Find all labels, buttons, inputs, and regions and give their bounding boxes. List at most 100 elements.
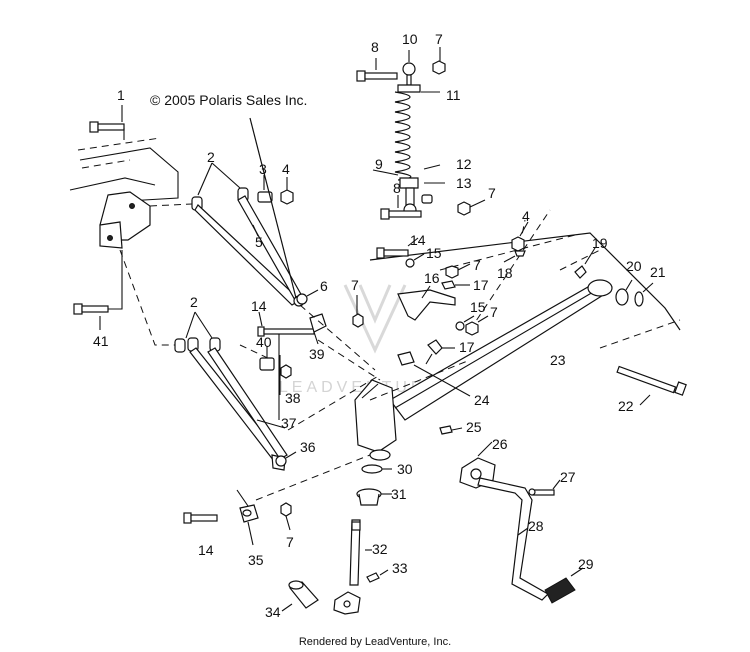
callout-1: 1 [117,87,125,103]
washer-18 [514,250,526,257]
callout-30: 30 [397,461,413,477]
callout-8-top: 8 [371,39,379,55]
callout-7-shock: 7 [488,185,496,201]
callout-5: 5 [255,234,263,250]
callout-36: 36 [300,439,316,455]
nut-7-c [465,321,479,336]
callout-22: 22 [618,398,634,414]
spindle-32 [333,519,361,615]
callout-14-upper: 14 [251,298,267,314]
nut-38 [280,364,292,379]
callout-13: 13 [456,175,472,191]
callout-4-right: 4 [522,208,530,224]
nut-7-lower [280,502,292,517]
frame-bracket [69,137,179,249]
callout-15-a: 15 [426,245,442,261]
callout-27: 27 [560,469,576,485]
bolt-22 [616,365,687,396]
callout-3: 3 [259,161,267,177]
ball-joint-17 [425,339,443,365]
callout-24: 24 [474,392,490,408]
bolt-8-bottom [380,208,422,220]
callout-34: 34 [265,604,281,620]
ring-21 [634,291,644,307]
callout-7-top: 7 [435,31,443,47]
nut-7-b [445,265,459,279]
callout-8-bottom: 8 [393,180,401,196]
callout-14-lower: 14 [198,542,214,558]
callout-16: 16 [424,270,440,286]
copyright-text: © 2005 Polaris Sales Inc. [150,92,307,108]
nut-7-a [352,313,364,328]
callout-2-lower: 2 [190,294,198,310]
callout-6: 6 [320,278,328,294]
cap-34 [288,580,319,609]
callout-17-a: 17 [473,277,489,293]
washer-15-b [455,321,465,331]
callout-7-a: 7 [351,277,359,293]
nut-7-shock [457,201,471,216]
footer-text: Rendered by LeadVenture, Inc. [299,636,451,648]
nut-4-right [511,236,525,252]
ring-30 [361,464,383,474]
upper-a-arm [191,187,305,307]
callout-11: 11 [446,87,461,103]
pin-25 [439,425,453,435]
callout-18: 18 [497,265,513,281]
washer-15-a [405,258,415,268]
callout-20: 20 [626,258,642,274]
bushing-39 [309,313,327,345]
nut-4 [280,189,294,205]
nut-7-top [432,60,446,75]
callout-10: 10 [402,31,418,47]
callout-28: 28 [528,518,544,534]
bushing-31 [356,488,382,506]
watermark-logo [343,284,407,354]
bolt-8-top [356,70,398,82]
callout-40: 40 [256,334,272,350]
callout-25: 25 [466,419,482,435]
washer-20 [615,288,629,306]
shock-absorber [394,62,433,217]
lever-28 [477,477,549,601]
callout-7-b: 7 [473,257,481,273]
bushing-24 [397,351,415,366]
spacer-19 [574,265,587,279]
callout-23: 23 [550,352,566,368]
bolt-41 [73,303,109,315]
callout-31: 31 [391,486,407,502]
callout-17-b: 17 [459,339,475,355]
callout-39: 39 [309,346,325,362]
callout-41: 41 [93,333,109,349]
callout-14-right: 14 [410,232,426,248]
callout-21: 21 [650,264,666,280]
bolt-14-lower [183,512,218,524]
callout-labels: 1 2 3 4 5 6 7 8 10 7 11 9 12 13 8 7 4 14… [93,31,666,620]
callout-38: 38 [285,390,301,406]
watermark-text: LEADVENTURE [279,379,441,396]
clip-17-a [441,280,456,290]
callout-33: 33 [392,560,408,576]
callout-19: 19 [592,235,608,251]
callout-32: 32 [372,541,388,557]
callout-7-lower: 7 [286,534,294,550]
callout-26: 26 [492,436,508,452]
callout-7-c: 7 [490,304,498,320]
callout-12: 12 [456,156,472,172]
nut-36 [275,455,287,467]
callout-35: 35 [248,552,264,568]
callout-29: 29 [578,556,594,572]
callout-2-upper: 2 [207,149,215,165]
bracket-16 [397,289,456,321]
trailing-arm-23 [354,279,613,461]
fitting-33 [366,572,380,583]
callout-9: 9 [375,156,383,172]
bushing-3 [257,191,273,203]
callout-37: 37 [281,415,297,431]
bolt-14-right [376,247,409,259]
bushing-35 [239,504,259,523]
bolt-1 [89,121,125,133]
bushing-40 [259,357,275,371]
nut-6 [296,293,308,305]
